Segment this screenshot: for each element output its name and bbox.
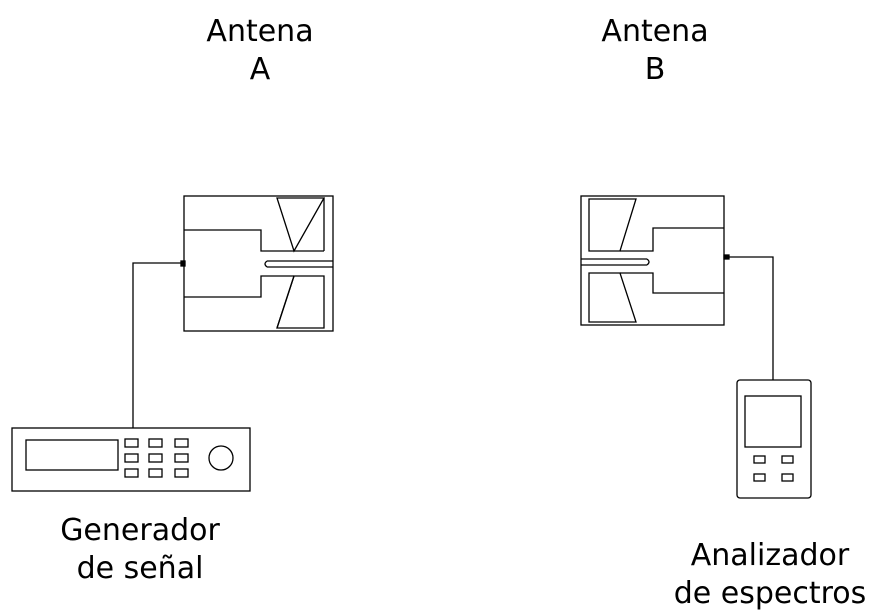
- analyzer-label-line2: de espectros: [673, 576, 867, 611]
- antenna-b-label-line2: B: [644, 52, 666, 87]
- generator-label-line1: Generador: [60, 513, 220, 548]
- antenna-b-label-line1: Antena: [601, 14, 709, 49]
- generator-label: Generador de señal: [20, 512, 260, 588]
- antenna-b: [580, 195, 730, 326]
- antenna-a: [180, 195, 334, 332]
- antenna-b-label: Antena B: [555, 13, 755, 89]
- signal-generator: [11, 427, 251, 492]
- analyzer-label: Analizador de espectros: [655, 537, 874, 613]
- generator-label-line2: de señal: [76, 551, 204, 586]
- cable-b: [729, 256, 774, 380]
- analyzer-label-line1: Analizador: [690, 538, 850, 573]
- antenna-a-label-line1: Antena: [206, 14, 314, 49]
- cable-a: [132, 262, 181, 428]
- antenna-a-label: Antena A: [160, 13, 360, 89]
- spectrum-analyzer: [736, 379, 812, 499]
- antenna-a-label-line2: A: [249, 52, 271, 87]
